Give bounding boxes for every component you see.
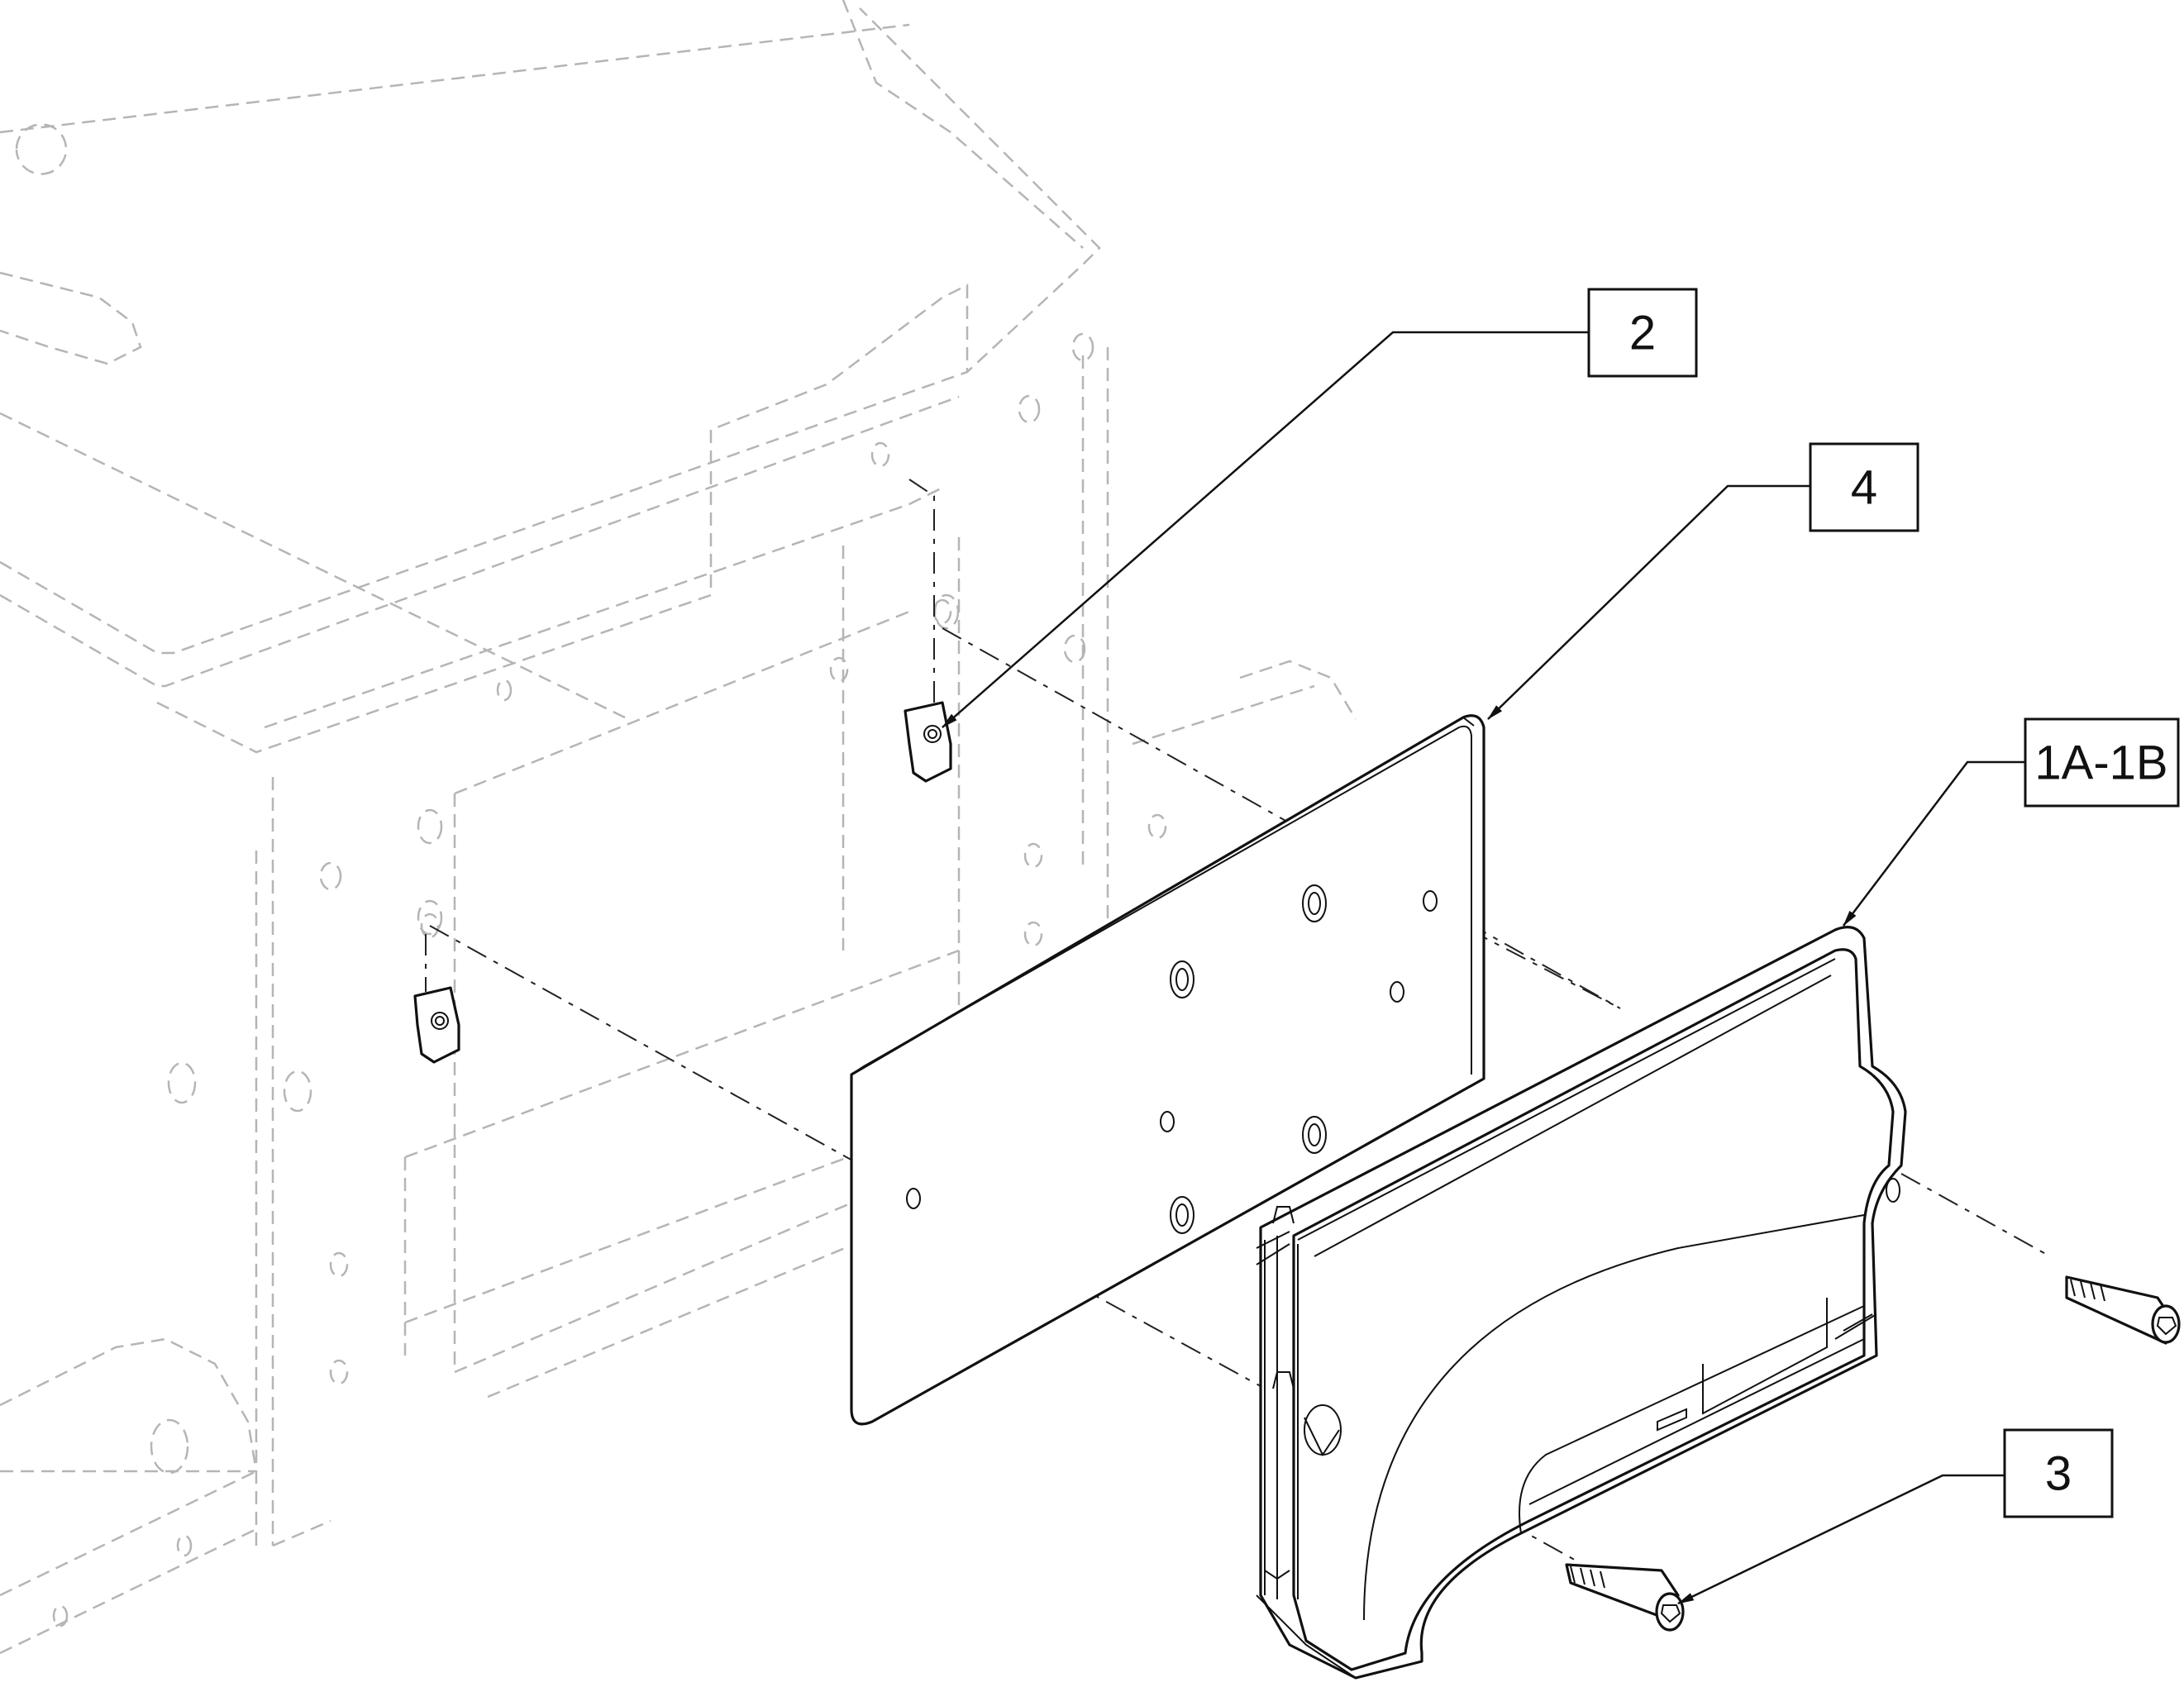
controller-module — [1256, 926, 1907, 1680]
callout-1a-1b: 1A-1B — [2024, 717, 2180, 808]
mounting-plate — [850, 714, 1485, 1426]
spring-nut-lower — [413, 986, 460, 1064]
callout-2-label: 2 — [1629, 307, 1656, 360]
callout-4-label: 4 — [1851, 461, 1877, 515]
phantom-chassis-frame — [0, 0, 1357, 1655]
leader-line-4 — [1487, 484, 1810, 720]
screw-upper — [2065, 1275, 2181, 1345]
callout-4: 4 — [1809, 442, 1919, 532]
callout-3: 3 — [2003, 1428, 2114, 1518]
leader-line-2 — [942, 331, 1589, 728]
callout-3-label: 3 — [2045, 1447, 2072, 1501]
leader-line-3 — [1677, 1474, 2005, 1605]
leader-line-1a-1b — [1843, 760, 2025, 927]
leader-lines — [942, 331, 2025, 1605]
screw-lower — [1565, 1563, 1685, 1632]
spring-nut-upper — [904, 701, 952, 783]
callout-2: 2 — [1587, 288, 1698, 378]
callout-1a-1b-label: 1A-1B — [2034, 736, 2167, 790]
plate-holes — [906, 884, 1438, 1234]
assembly-centerlines — [425, 479, 2051, 1563]
